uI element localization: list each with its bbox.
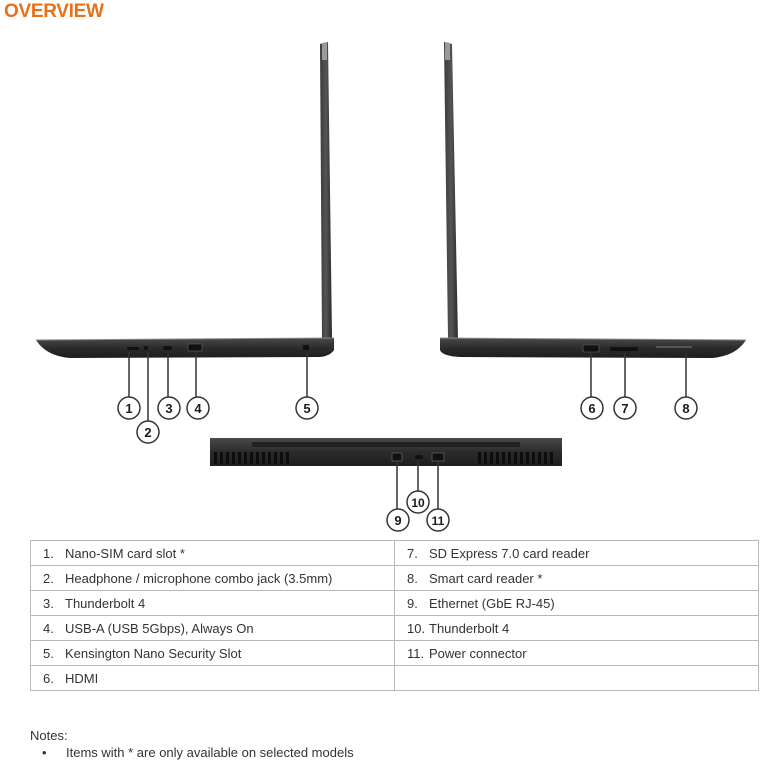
svg-text:5: 5 (303, 401, 310, 416)
table-row: 4. USB-A (USB 5Gbps), Always On 10.Thunde… (30, 615, 759, 641)
callout-10: 10 (406, 490, 430, 514)
table-row: 1. Nano-SIM card slot * 7. SD Express 7.0 … (30, 540, 759, 566)
port-item-6: 6. HDMI (30, 665, 395, 691)
port-item-1: 1. Nano-SIM card slot * (30, 540, 395, 566)
svg-text:9: 9 (394, 513, 401, 528)
callouts: 1 2 3 4 5 6 7 8 9 10 11 (117, 396, 698, 532)
callout-6: 6 (580, 396, 604, 420)
laptop-port-diagram: 1 2 3 4 5 6 7 8 9 10 11 (35, 42, 747, 532)
item-label: Thunderbolt 4 (429, 620, 510, 636)
port-item-3: 3. Thunderbolt 4 (30, 590, 395, 616)
item-label: USB-A (USB 5Gbps), Always On (65, 620, 254, 636)
laptop-left-side-view (35, 42, 335, 358)
callout-5: 5 (295, 396, 319, 420)
table-row: 3. Thunderbolt 4 9. Ethernet (GbE RJ-45) (30, 590, 759, 616)
item-label: Power connector (429, 645, 527, 661)
port-item-5: 5. Kensington Nano Security Slot (30, 640, 395, 666)
item-label: Nano-SIM card slot * (65, 545, 185, 561)
right-vent-icon (478, 452, 553, 464)
item-number: 9. (407, 595, 418, 611)
item-number: 11. (407, 645, 425, 661)
callout-4: 4 (186, 396, 210, 420)
ports-table: 1. Nano-SIM card slot * 7. SD Express 7.0 … (30, 540, 759, 691)
svg-text:8: 8 (682, 401, 689, 416)
notes-item: • Items with * are only available on sele… (30, 745, 354, 760)
port-item-2: 2. Headphone / microphone combo jack (3.5… (30, 565, 395, 591)
laptop-right-side-view (439, 42, 747, 358)
item-number: 6. (43, 670, 54, 686)
bullet-icon: • (42, 745, 47, 760)
svg-text:10: 10 (411, 496, 425, 510)
item-number: 8. (407, 570, 418, 586)
item-label: HDMI (65, 670, 99, 686)
item-label: Ethernet (GbE RJ-45) (429, 595, 555, 611)
laptop-rear-view (210, 438, 562, 466)
svg-text:4: 4 (194, 401, 202, 416)
port-item-7: 7. SD Express 7.0 card reader (394, 540, 759, 566)
svg-text:7: 7 (621, 401, 628, 416)
port-item-10: 10.Thunderbolt 4 (394, 615, 759, 641)
svg-text:2: 2 (144, 425, 151, 440)
svg-text:11: 11 (432, 514, 445, 528)
notes-section: Notes: • Items with * are only available … (30, 728, 354, 760)
callout-9: 9 (386, 508, 410, 532)
empty-cell (394, 665, 759, 691)
item-label: SD Express 7.0 card reader (429, 545, 590, 561)
callout-8: 8 (674, 396, 698, 420)
item-label: Headphone / microphone combo jack (3.5mm… (65, 570, 333, 586)
table-row: 2. Headphone / microphone combo jack (3.5… (30, 565, 759, 591)
callout-7: 7 (613, 396, 637, 420)
svg-text:1: 1 (125, 401, 132, 416)
item-number: 1. (43, 545, 54, 561)
port-item-11: 11.Power connector (394, 640, 759, 666)
port-item-9: 9. Ethernet (GbE RJ-45) (394, 590, 759, 616)
item-label: Thunderbolt 4 (65, 595, 146, 611)
leader-lines (128, 352, 687, 509)
svg-text:3: 3 (165, 401, 172, 416)
port-item-8: 8. Smart card reader * (394, 565, 759, 591)
page-title: OVERVIEW (4, 1, 104, 22)
item-number: 4. (43, 620, 54, 636)
item-number: 2. (43, 570, 54, 586)
port-item-4: 4. USB-A (USB 5Gbps), Always On (30, 615, 395, 641)
callout-11: 11 (426, 508, 450, 532)
item-number: 5. (43, 645, 54, 661)
item-number: 7. (407, 545, 418, 561)
notes-item-text: Items with * are only available on selec… (66, 745, 354, 760)
table-row: 5. Kensington Nano Security Slot 11.Power… (30, 640, 759, 666)
left-vent-icon (214, 452, 289, 464)
callout-3: 3 (157, 396, 181, 420)
notes-heading: Notes: (30, 728, 68, 743)
callout-2: 2 (136, 420, 160, 444)
svg-text:6: 6 (588, 401, 595, 416)
table-row: 6. HDMI (30, 665, 759, 691)
item-number: 3. (43, 595, 54, 611)
callout-1: 1 (117, 396, 141, 420)
item-label: Kensington Nano Security Slot (65, 645, 242, 661)
item-number: 10. (407, 620, 426, 636)
item-label: Smart card reader * (429, 570, 543, 586)
